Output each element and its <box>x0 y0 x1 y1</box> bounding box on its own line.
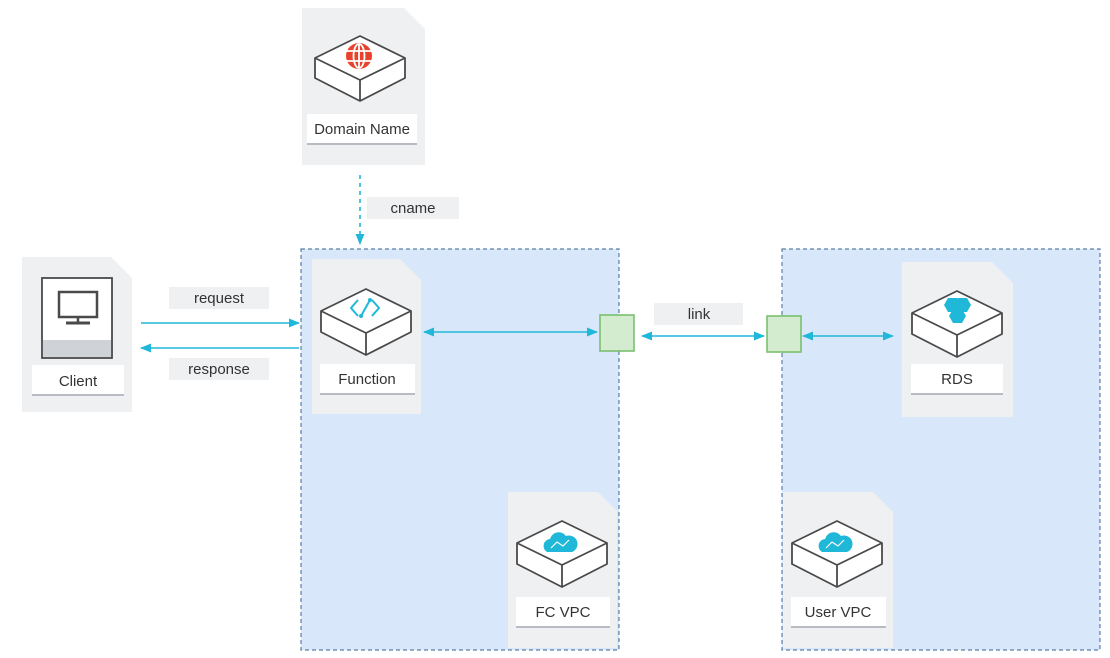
monitor-icon <box>41 277 113 359</box>
fc-vpc-node[interactable]: FC VPC <box>508 492 617 648</box>
function-label: Function <box>338 371 396 388</box>
user-vpc-port <box>766 315 802 353</box>
domain-name-node[interactable]: Domain Name <box>302 8 425 165</box>
link-label: link <box>688 306 711 323</box>
function-compute-icon <box>320 288 412 356</box>
cname-label: cname <box>390 200 435 217</box>
rds-node[interactable]: RDS <box>902 262 1013 417</box>
client-node[interactable]: Client <box>22 257 132 412</box>
user-vpc-label: User VPC <box>805 604 872 621</box>
response-label: response <box>188 361 250 378</box>
request-label: request <box>194 290 245 307</box>
client-label: Client <box>59 373 98 390</box>
rds-icon <box>911 290 1003 358</box>
fc-vpc-port <box>599 314 635 352</box>
rds-label: RDS <box>941 371 973 388</box>
vpc-cloud-icon <box>516 520 608 588</box>
user-vpc-node[interactable]: User VPC <box>783 492 893 648</box>
function-node[interactable]: Function <box>312 259 421 414</box>
globe-icon <box>314 35 406 102</box>
domain-name-label: Domain Name <box>314 121 410 138</box>
fc-vpc-label: FC VPC <box>535 604 590 621</box>
vpc-cloud-icon <box>791 520 883 588</box>
